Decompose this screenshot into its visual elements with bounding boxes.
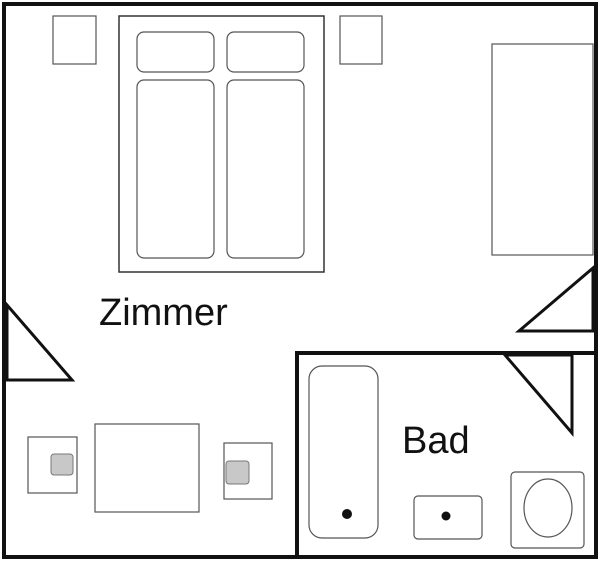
chair-right [223, 442, 273, 500]
door-swing-left [5, 300, 76, 382]
room-label-zimmer: Zimmer [99, 292, 228, 334]
bed-mattress-right [226, 79, 305, 259]
door-swing-bathroom [501, 353, 574, 438]
washbasin [413, 495, 483, 540]
bathtub [308, 365, 379, 539]
nightstand-left [52, 15, 97, 65]
bathtub-drain [342, 509, 352, 519]
table [94, 423, 200, 513]
table-with-chairs [27, 423, 273, 513]
room-label-bad: Bad [402, 420, 470, 462]
toilet-bowl [523, 478, 573, 538]
bed-pillow-left [136, 31, 215, 73]
washbasin-drain [441, 511, 451, 521]
nightstand-right [339, 15, 383, 65]
bed-pillow-right [226, 31, 305, 73]
chair-left-seat [50, 453, 74, 476]
toilet [510, 471, 585, 549]
bed-mattress-left [136, 79, 215, 259]
double-bed [118, 15, 325, 273]
wardrobe [491, 43, 594, 256]
chair-left [27, 436, 78, 494]
door-swing-right [514, 264, 595, 333]
chair-right-seat [225, 460, 250, 485]
bathroom-wall [295, 351, 598, 559]
